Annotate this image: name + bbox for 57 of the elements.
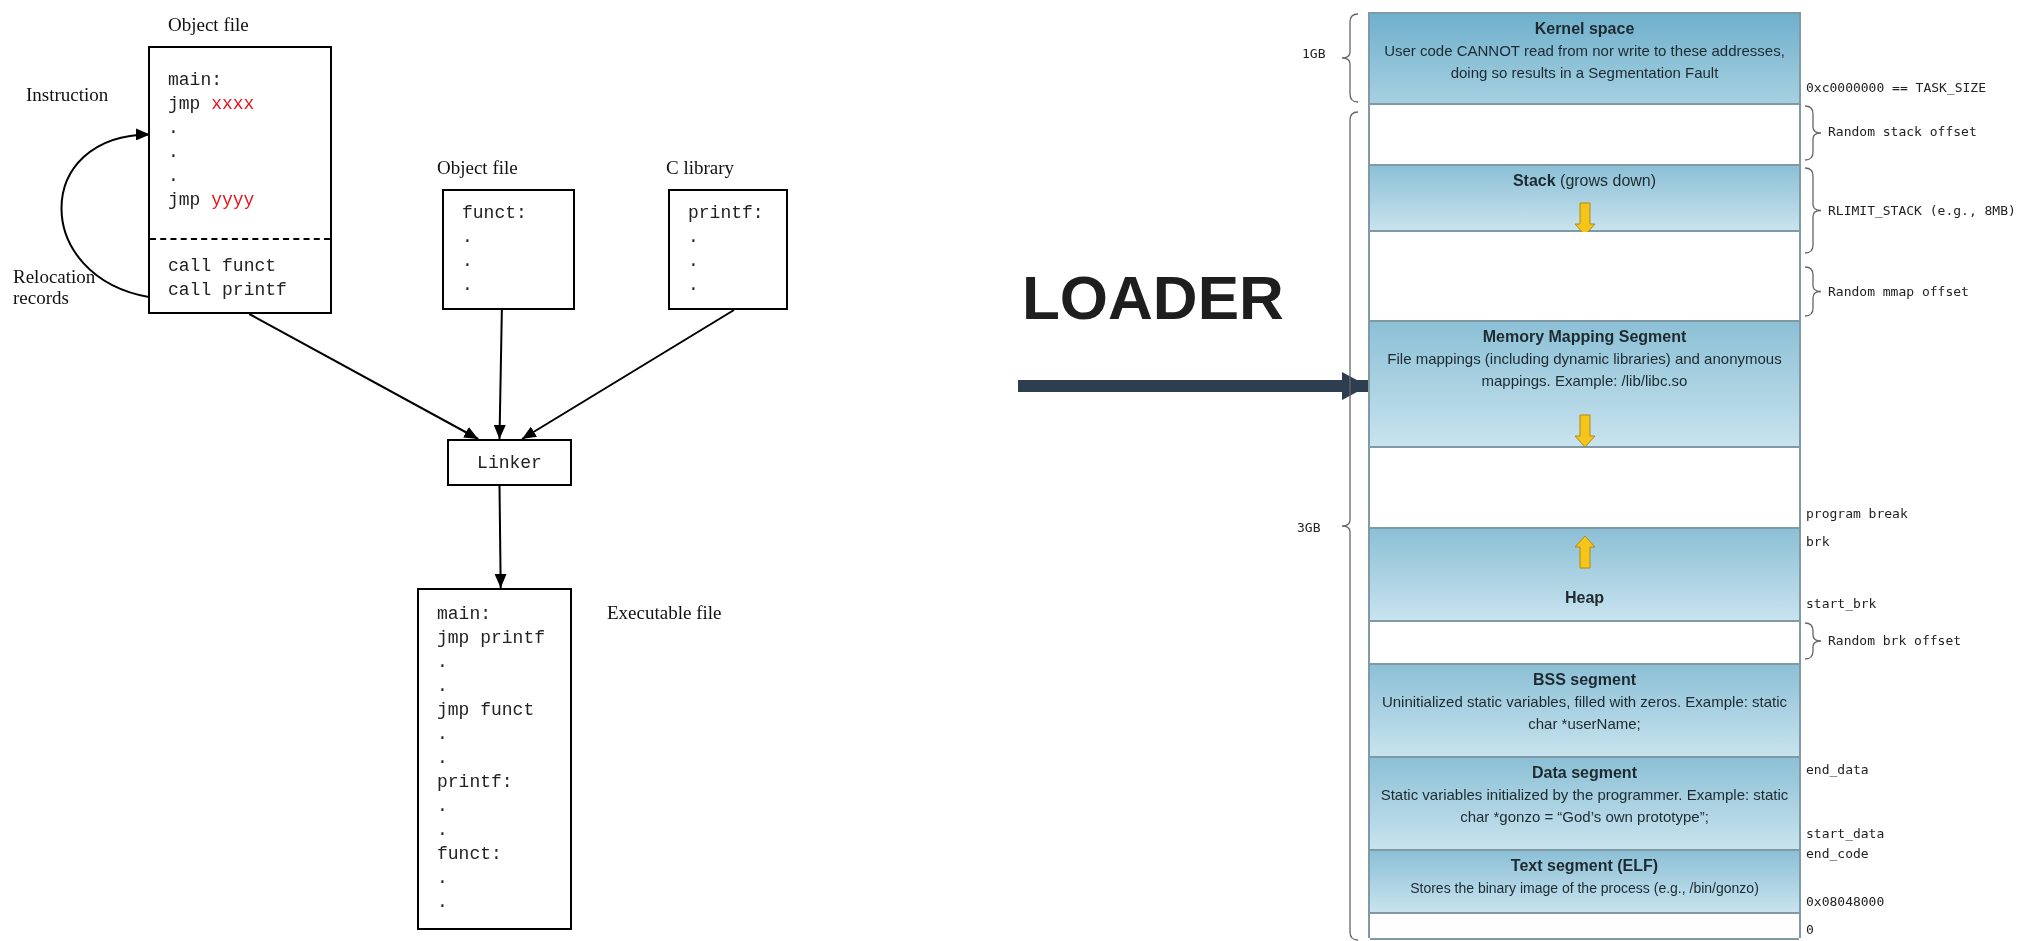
memory-segment [1370,851,1799,914]
side-caption: Executable file [607,602,722,624]
segment-title: Stack (grows down) [1511,172,1658,190]
memory-segment [1370,758,1799,851]
annotation-label: 0xc0000000 == TASK_SIZE [1806,80,1986,95]
arrow [1018,372,1368,401]
file-title: Object file [168,14,249,36]
annotation-label: start_brk [1806,596,1877,611]
annotation-label: 3GB [1297,520,1321,535]
segment-description: File mappings (including dynamic libraries) and anonymous mappings. Example: /lib/libc.so [1386,349,1783,391]
segment-title: Heap [1563,589,1606,607]
segment-title: Text segment (ELF) [1509,857,1660,875]
annotation-label: program break [1806,506,1908,521]
empty-region [1370,232,1799,322]
code-listing: call funct call printf [168,255,287,302]
segment-description: Stores the binary image of the process (e.g., /bin/gonzo) [1409,879,1760,898]
annotation-label: Random mmap offset [1828,284,1969,299]
annotation-label: brk [1806,534,1830,549]
segment-description: User code CANNOT read from nor write to these addresses, doing so results in a Segmentation Fault [1383,41,1786,83]
segment-title: Data segment [1531,764,1638,782]
box-label: Linker [477,451,542,475]
memory-segment [1370,322,1799,448]
arrow [248,313,480,440]
file-box [442,189,575,310]
file-box [417,588,572,930]
code-listing: funct: . . . [462,202,527,297]
annotation-label: Random stack offset [1828,124,1977,139]
code-listing: main: jmp printf . . jmp funct . . printf: . . funct: . . [437,603,546,914]
memory-layout-column [1368,12,1801,938]
annotation-label: 0 [1806,922,1814,937]
memory-segment [1370,166,1799,232]
segment-title: BSS segment [1531,671,1638,689]
annotation-label: Random brk offset [1828,633,1962,648]
memory-segment [1370,665,1799,758]
annotation-label: end_code [1806,846,1869,861]
annotation-label: start_data [1806,826,1885,841]
annotation-label: 0x08048000 [1806,894,1885,909]
memory-segment [1370,14,1799,105]
annotation-label: 1GB [1302,46,1326,61]
edge-label: LOADER [1022,262,1284,333]
segment-title: Memory Mapping Segment [1481,328,1688,346]
arrow [521,309,735,440]
segment-title: Kernel space [1533,20,1636,38]
process-box [447,439,572,486]
arrow [493,309,506,440]
file-title: Object file [437,157,518,179]
segment-description: Uninitialized static variables, filled with zeros. Example: static char *userName; [1380,692,1789,734]
arrow [494,485,507,589]
segment-description: Static variables initialized by the programmer. Example: static char *gonzo = “God’s own prototype”; [1379,785,1790,827]
file-box [668,189,788,310]
memory-segment [1370,529,1799,622]
annotation-label: end_data [1806,762,1869,777]
side-caption: Instruction [26,84,109,106]
annotation-label: RLIMIT_STACK (e.g., 8MB) [1828,203,2016,218]
side-caption: Relocation records [13,266,97,308]
file-title: C library [666,157,735,179]
code-listing: printf: . . . [688,202,764,297]
